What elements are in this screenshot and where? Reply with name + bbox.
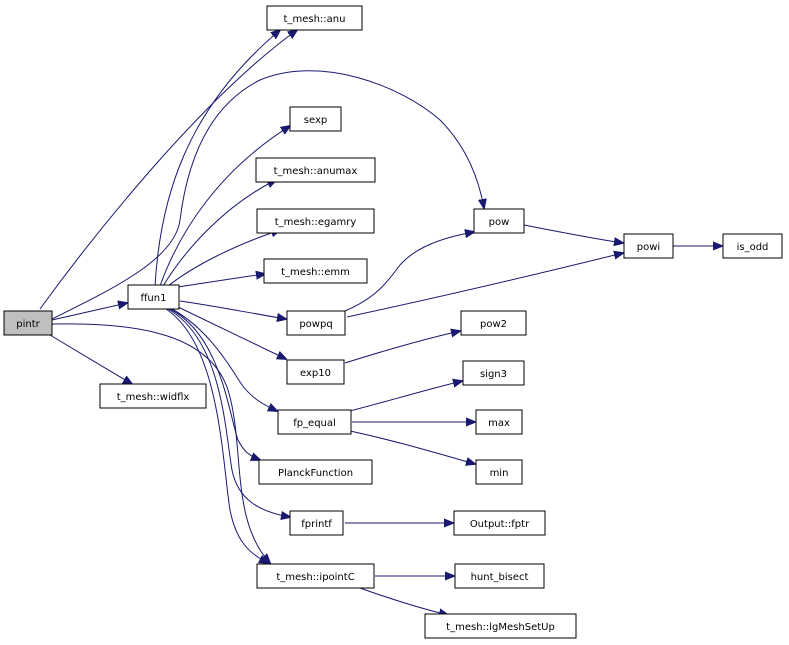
edge-ffun1-sexp xyxy=(159,126,290,287)
edge-ffun1-planck xyxy=(169,308,260,460)
edge-ffun1-ipointc xyxy=(165,308,268,563)
node-pintr: pintr xyxy=(3,310,53,336)
node-fp-equal[interactable]: fp_equal xyxy=(277,409,352,435)
edge-pintr-ffun1 xyxy=(51,303,127,321)
node-min[interactable]: min xyxy=(475,459,523,485)
edge-powpq-pow xyxy=(344,232,474,312)
node-powi[interactable]: powi xyxy=(623,233,674,259)
node-fprintf[interactable]: fprintf xyxy=(289,510,344,536)
nodes: pintr ffun1 t_mesh::widflx t_mesh::anu s… xyxy=(3,5,783,639)
edge-ffun1-fprintf xyxy=(167,308,290,517)
node-planckfunction[interactable]: PlanckFunction xyxy=(258,459,373,485)
node-anu[interactable]: t_mesh::anu xyxy=(266,5,363,31)
node-pow2[interactable]: pow2 xyxy=(460,310,527,336)
edges xyxy=(39,30,722,615)
edge-exp10-pow2 xyxy=(344,331,460,364)
node-sexp[interactable]: sexp xyxy=(289,106,342,132)
node-anumax[interactable]: t_mesh::anumax xyxy=(255,157,376,183)
edge-fpequal-sign3 xyxy=(349,381,462,412)
node-widflx[interactable]: t_mesh::widflx xyxy=(99,383,207,409)
node-pow[interactable]: pow xyxy=(473,208,525,234)
edge-ffun1-powpq xyxy=(179,300,286,319)
edge-powpq-powi xyxy=(346,253,623,318)
node-emm[interactable]: t_mesh::emm xyxy=(263,258,368,284)
edge-pow-powi xyxy=(523,224,623,243)
node-hunt-bisect[interactable]: hunt_bisect xyxy=(454,563,545,589)
edge-ffun1-anu xyxy=(154,30,280,287)
node-ffun1[interactable]: ffun1 xyxy=(127,284,180,310)
edge-fpequal-min xyxy=(349,430,475,464)
node-sign3[interactable]: sign3 xyxy=(462,360,525,386)
node-egamry[interactable]: t_mesh::egamry xyxy=(256,208,375,234)
edge-ffun1-egamry xyxy=(167,230,280,287)
node-max[interactable]: max xyxy=(475,409,523,435)
node-powpq[interactable]: powpq xyxy=(286,310,346,336)
edge-pintr-anu xyxy=(39,30,297,310)
node-exp10[interactable]: exp10 xyxy=(286,359,345,385)
edge-ffun1-exp10 xyxy=(175,305,286,359)
edge-ipointc-lgmeshsetup xyxy=(359,587,448,615)
node-is-odd[interactable]: is_odd xyxy=(722,233,783,259)
edge-ffun1-emm xyxy=(177,274,265,288)
node-lgmeshsetup[interactable]: t_mesh::lgMeshSetUp xyxy=(424,613,577,639)
node-output-fptr[interactable]: Output::fptr xyxy=(453,510,546,536)
edge-pintr-widflx xyxy=(49,334,132,384)
edge-ffun1-fpequal xyxy=(171,308,277,411)
edge-ffun1-anumax xyxy=(162,180,276,287)
edge-pintr-ipointc xyxy=(51,323,270,563)
node-ipointc[interactable]: t_mesh::ipointC xyxy=(256,563,375,589)
